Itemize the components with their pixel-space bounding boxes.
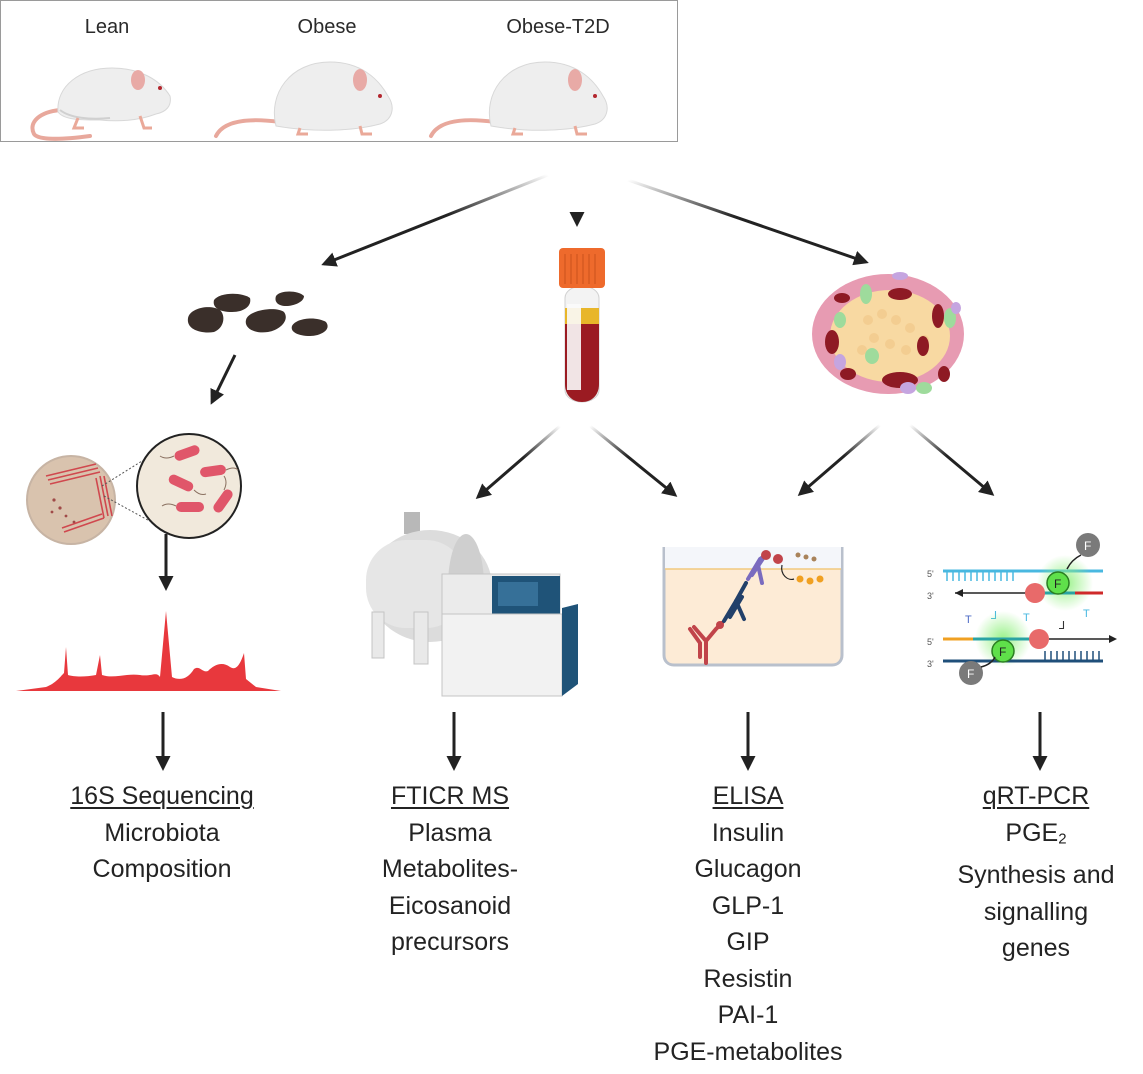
lean-mouse-icon — [30, 67, 171, 141]
arrow-mice-to-feces — [321, 173, 549, 267]
pcr-top-5prime: 5' — [927, 569, 934, 579]
method-fticr-ms: FTICR MS Plasma Metabolites- Eicosanoid … — [382, 778, 518, 961]
method-line: precursors — [390, 928, 510, 956]
arrow-mice-to-islet — [627, 178, 869, 266]
method-title-qrt-pcr: qRT-PCR — [982, 782, 1090, 810]
method-line: Insulin — [711, 818, 785, 847]
arrow-blood-to-ms — [475, 424, 561, 499]
svg-text:T: T — [1083, 608, 1090, 620]
arrow-islet-to-elisa — [797, 423, 881, 496]
fluor-free-bottom-label: F — [967, 667, 974, 681]
obese-mouse-icon — [214, 61, 393, 138]
bacterial-culture-icon — [26, 433, 242, 545]
method-line: Eicosanoid — [388, 891, 512, 920]
pcr-bottom-3prime: 3' — [927, 659, 934, 669]
pcr-top-3prime: 3' — [927, 591, 934, 601]
method-title-elisa: ELISA — [712, 782, 784, 810]
pcr-bottom-5prime: 5' — [927, 637, 934, 647]
feces-pellets-icon — [187, 291, 328, 336]
arrow-blood-to-elisa — [589, 424, 678, 497]
fluor-top-label: F — [1054, 577, 1061, 591]
method-line: PAI-1 — [717, 1001, 779, 1029]
method-line: genes — [1001, 934, 1071, 963]
method-qrt-pcr: qRT-PCR PGE2 Synthesis and signalling ge… — [957, 778, 1114, 967]
method-line: signalling — [983, 897, 1089, 926]
method-line-pge2: PGE2 — [957, 815, 1114, 858]
method-line: Plasma — [408, 818, 492, 847]
group-label-obese-t2d: Obese-T2D — [506, 16, 610, 38]
method-line: GIP — [726, 928, 770, 956]
method-line: Metabolites- — [381, 855, 519, 883]
islet-tissue-icon — [812, 272, 964, 394]
sequencing-chromatogram-icon — [16, 611, 281, 691]
mouse-groups-panel: Lean Obese Obese-T2D — [0, 0, 678, 142]
mass-spectrometer-icon — [366, 512, 578, 697]
method-elisa: ELISA Insulin Glucagon GLP-1 GIP Resisti… — [654, 778, 843, 1070]
method-title-16s: 16S Sequencing — [70, 782, 254, 810]
pge-base: PGE — [1005, 818, 1059, 847]
arrow-feces-to-culture — [210, 354, 237, 405]
method-line: PGE-metabolites — [653, 1037, 843, 1066]
elisa-well-icon — [662, 547, 844, 667]
arrow-islet-to-pcr — [909, 423, 995, 496]
qpcr-probe-icon: 5' 3' 5' 3' F F T⅃TT⅃ F F — [927, 533, 1117, 685]
group-label-obese: Obese — [297, 16, 357, 38]
svg-text:T: T — [1023, 612, 1030, 624]
fluor-bottom-label: F — [999, 645, 1006, 659]
method-line: Synthesis and — [957, 861, 1115, 890]
method-line: Composition — [92, 855, 232, 883]
blood-tube-icon — [559, 248, 605, 403]
svg-text:⅃: ⅃ — [1059, 620, 1065, 632]
method-line: Glucagon — [694, 855, 802, 883]
fluor-free-top-label: F — [1084, 539, 1091, 553]
svg-text:T: T — [965, 614, 972, 626]
group-label-lean: Lean — [84, 16, 130, 38]
method-title-fticr-ms: FTICR MS — [390, 782, 510, 810]
method-16s: 16S Sequencing Microbiota Composition — [70, 778, 253, 888]
pge-subscript: 2 — [1058, 829, 1067, 847]
method-line: Resistin — [703, 964, 793, 993]
method-line: Microbiota — [104, 818, 220, 847]
obese-t2d-mouse-icon — [429, 61, 608, 138]
method-line: GLP-1 — [711, 891, 785, 920]
